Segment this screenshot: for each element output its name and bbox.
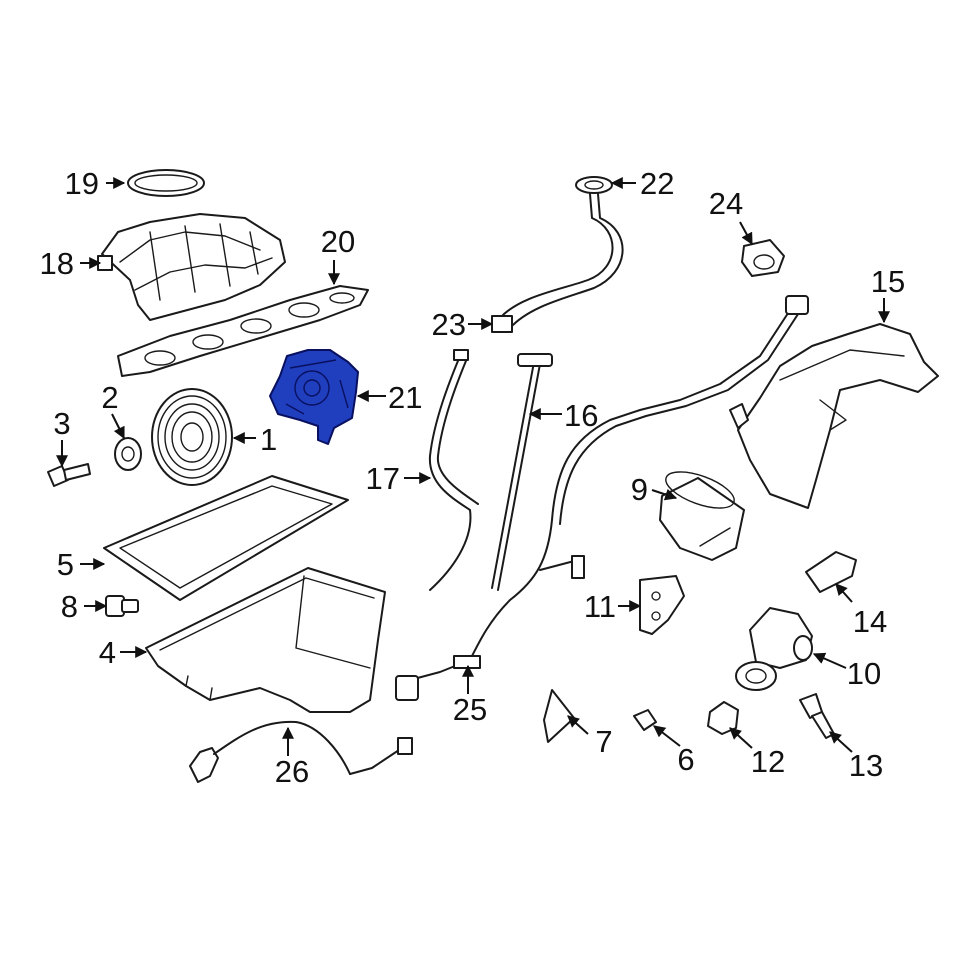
part-3-bolt[interactable] (47, 463, 91, 487)
part-16-dipstick[interactable] (491, 353, 553, 591)
part-1-crankshaft-pulley[interactable] (151, 388, 233, 486)
callout-20: 20 (321, 224, 355, 259)
wire-harness[interactable] (469, 295, 809, 661)
callout-17: 17 (366, 461, 400, 496)
callout-23: 23 (432, 307, 466, 342)
callout-25: 25 (453, 692, 487, 727)
callout-16: 16 (564, 398, 598, 433)
part-22-filler-cap[interactable] (575, 176, 613, 194)
part-21-cover-highlighted[interactable] (269, 349, 359, 445)
part-7-valve[interactable] (543, 689, 575, 743)
part-13-bolt[interactable] (799, 693, 835, 739)
callout-14: 14 (853, 604, 887, 639)
part-2-washer[interactable] (114, 437, 142, 471)
callout-21: 21 (388, 380, 422, 415)
callout-1: 1 (260, 422, 277, 457)
leader-lines (56, 177, 890, 756)
part-8-drain-plug[interactable] (105, 595, 139, 617)
callout-10: 10 (847, 656, 881, 691)
part-17-dipstick-tube[interactable] (428, 349, 479, 591)
callout-15: 15 (871, 264, 905, 299)
part-11-bracket[interactable] (639, 575, 685, 635)
callout-3: 3 (53, 406, 70, 441)
part-24-sensor[interactable] (741, 239, 785, 277)
callout-12: 12 (751, 744, 785, 779)
part-19-gasket[interactable] (127, 169, 205, 197)
callout-19: 19 (65, 166, 99, 201)
part-14-sensor[interactable] (805, 551, 857, 593)
part-6-plug[interactable] (633, 709, 657, 731)
callout-4: 4 (99, 635, 116, 670)
callout-24: 24 (709, 186, 743, 221)
part-26-sensor-harness[interactable] (189, 720, 413, 783)
callout-2: 2 (101, 380, 118, 415)
callout-11: 11 (584, 589, 616, 624)
part-18-intake-manifold[interactable] (97, 213, 286, 321)
callout-labels: 19 18 20 21 1 2 3 5 8 4 26 17 16 23 22 2… (40, 166, 906, 789)
callout-5: 5 (57, 547, 74, 582)
callout-13: 13 (849, 748, 883, 783)
part-5-oil-pan-gasket[interactable] (103, 475, 349, 601)
part-23-filler-tube[interactable] (491, 193, 624, 333)
callout-18: 18 (40, 246, 74, 281)
part-9-oil-filter[interactable] (659, 465, 745, 561)
callout-22: 22 (640, 166, 674, 201)
part-12-nut[interactable] (707, 701, 739, 735)
part-20-manifold-gasket[interactable] (117, 285, 369, 377)
part-4-oil-pan[interactable] (145, 567, 386, 713)
part-10-adapter-housing[interactable] (735, 607, 813, 691)
part-15-engine-cover[interactable] (729, 323, 939, 509)
callout-8: 8 (61, 589, 78, 624)
callout-7: 7 (595, 724, 612, 759)
callout-9: 9 (631, 472, 648, 507)
callout-6: 6 (677, 742, 694, 777)
callout-26: 26 (275, 754, 309, 789)
